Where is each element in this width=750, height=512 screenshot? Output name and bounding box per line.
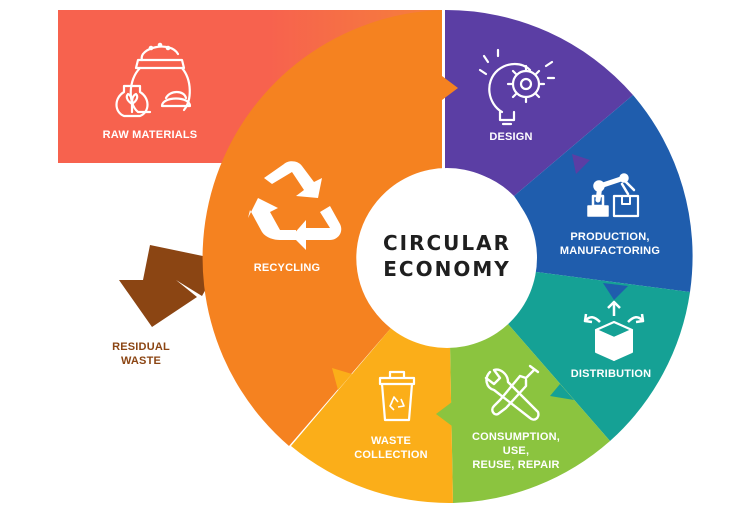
consumption-segment	[450, 324, 610, 503]
flow-arrow-consumption	[550, 384, 574, 400]
robot-arm-icon	[587, 173, 640, 218]
production-label-line2: MANUFACTORING	[560, 245, 660, 257]
recycling-label: RECYCLING	[254, 262, 321, 274]
wrench-screwdriver-icon	[484, 364, 540, 421]
center-title-line2: ECONOMY	[383, 257, 510, 281]
design-label: DESIGN	[489, 131, 532, 143]
design-segment	[445, 9, 633, 197]
flow-arrow-distribution	[603, 283, 628, 300]
production-segment	[514, 95, 693, 292]
box-arrows-icon	[583, 300, 645, 361]
recycle-icon	[248, 161, 342, 250]
waste-collection-label-line1: WASTE	[371, 435, 411, 447]
waste-collection-label-line2: COLLECTION	[354, 449, 428, 461]
flow-arrow-waste	[436, 402, 452, 426]
flow-arrow-production	[572, 154, 590, 174]
center-circle	[357, 168, 537, 348]
waste-collection-segment	[291, 328, 453, 504]
recycle-bin-icon	[378, 370, 416, 422]
consumption-label-line1: CONSUMPTION,	[472, 431, 560, 443]
consumption-label-line3: REUSE, REPAIR	[472, 459, 559, 471]
consumption-label-line2: USE,	[503, 445, 529, 457]
center-title-line1: CIRCULAR	[383, 231, 511, 255]
flow-arrow-recycling	[332, 368, 352, 390]
residual-waste-arrow	[119, 245, 222, 327]
lightbulb-gear-icon	[478, 48, 556, 126]
residual-waste-label-line1: RESIDUAL	[112, 341, 170, 353]
distribution-segment	[508, 271, 690, 441]
residual-waste-label-line2: WASTE	[121, 355, 161, 367]
production-label-line1: PRODUCTION,	[570, 231, 649, 243]
flow-arrow-design	[442, 76, 458, 100]
raw-materials-label: RAW MATERIALS	[103, 129, 198, 141]
distribution-label: DISTRIBUTION	[571, 368, 652, 380]
grain-sack-plant-icon	[115, 42, 192, 118]
